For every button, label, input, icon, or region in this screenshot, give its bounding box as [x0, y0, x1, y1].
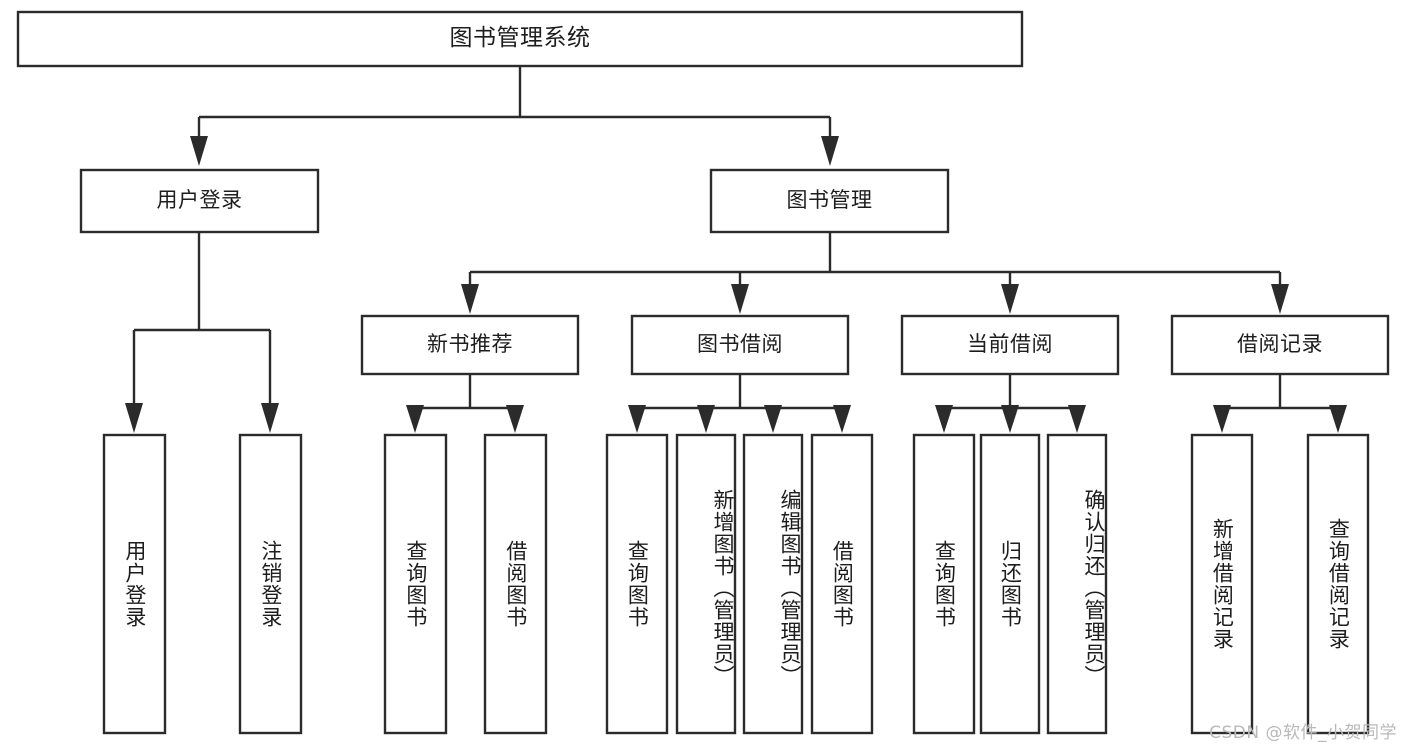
node-leaf-add-book-admin-box[interactable] — [675, 433, 737, 735]
node-borrow-record-box[interactable] — [1170, 314, 1390, 376]
arrowhead-leaf-query-book-2 — [628, 405, 646, 433]
arrowhead-leaf-add-borrow-record — [1213, 405, 1231, 433]
node-leaf-user-login-box[interactable] — [102, 433, 167, 735]
node-root-box[interactable] — [16, 10, 1024, 68]
node-leaf-borrow-book-1-box[interactable] — [483, 433, 548, 735]
arrowhead-new-book-recommend — [461, 284, 479, 314]
node-leaf-query-borrow-record-box[interactable] — [1306, 433, 1370, 735]
arrowhead-leaf-logout-login — [261, 403, 279, 433]
node-leaf-edit-book-admin-box[interactable] — [742, 433, 804, 735]
arrowhead-leaf-query-borrow-record — [1329, 405, 1347, 433]
arrowhead-borrow-record — [1271, 284, 1289, 314]
arrowhead-leaf-query-book-3 — [935, 405, 953, 433]
node-leaf-query-book-3-box[interactable] — [912, 433, 976, 735]
arrowhead-leaf-add-book-admin — [697, 405, 715, 433]
node-leaf-query-book-2-box[interactable] — [605, 433, 669, 735]
arrowhead-leaf-query-book-1 — [406, 405, 424, 433]
node-new-book-recommend-box[interactable] — [360, 314, 580, 376]
arrowhead-leaf-edit-book-admin — [764, 405, 782, 433]
arrowhead-book-management — [821, 136, 839, 166]
arrowhead-leaf-return-book — [1001, 405, 1019, 433]
node-leaf-query-book-1-box[interactable] — [383, 433, 448, 735]
watermark-text: CSDN @软件_小贺同学 — [1209, 723, 1397, 743]
arrowhead-user-login — [190, 136, 208, 166]
node-leaf-add-borrow-record-box[interactable] — [1190, 433, 1254, 735]
node-book-borrow-box[interactable] — [630, 314, 850, 376]
node-user-login-box[interactable] — [79, 168, 320, 234]
arrowhead-book-borrow — [731, 284, 749, 314]
arrowhead-leaf-borrow-book-2 — [833, 405, 851, 433]
node-leaf-borrow-book-2-box[interactable] — [810, 433, 874, 735]
node-leaf-confirm-return-admin-box[interactable] — [1046, 433, 1108, 735]
arrowhead-current-borrow — [1001, 284, 1019, 314]
node-book-management-box[interactable] — [709, 168, 950, 234]
arrowhead-leaf-confirm-return-admin — [1068, 405, 1086, 433]
node-current-borrow-box[interactable] — [900, 314, 1120, 376]
arrowhead-leaf-borrow-book-1 — [506, 405, 524, 433]
node-leaf-logout-login-box[interactable] — [238, 433, 303, 735]
node-leaf-return-book-box[interactable] — [979, 433, 1041, 735]
arrowhead-leaf-user-login — [125, 403, 143, 433]
